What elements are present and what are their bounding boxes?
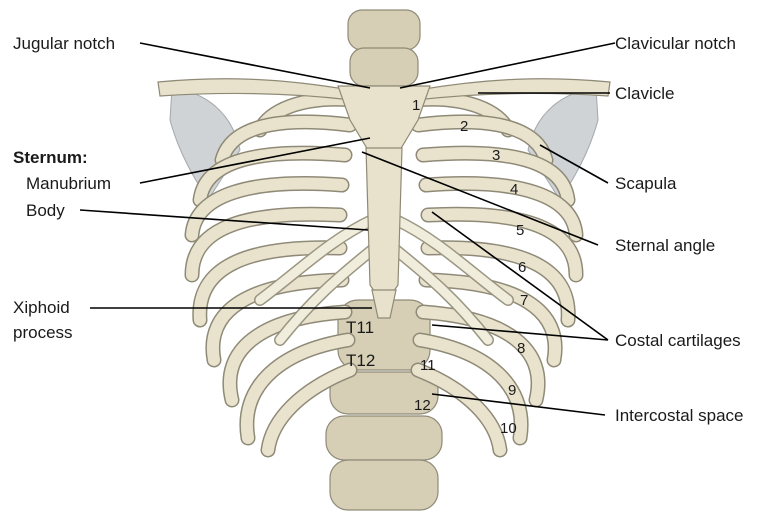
label-sternal-angle: Sternal angle — [615, 236, 715, 255]
label-jugular-notch: Jugular notch — [13, 34, 115, 53]
rib-number-10: 10 — [500, 420, 517, 437]
rib-number-11: 11 — [420, 357, 436, 374]
label-manubrium: Manubrium — [26, 174, 111, 193]
rib-number-6: 6 — [518, 259, 526, 276]
sternum-shape — [338, 86, 430, 318]
label-intercostal-space: Intercostal space — [615, 406, 744, 425]
rib-number-1: 1 — [412, 97, 420, 114]
rib-number-12: 12 — [414, 397, 431, 414]
rib-number-5: 5 — [516, 222, 524, 239]
label-costal-cartilages: Costal cartilages — [615, 331, 741, 350]
label-sternum: Sternum: — [13, 148, 88, 167]
label-xiphoid-line2: process — [13, 323, 73, 342]
rib-number-3: 3 — [492, 147, 500, 164]
label-body: Body — [26, 201, 65, 220]
rib-number-7: 7 — [520, 292, 528, 309]
rib-number-4: 4 — [510, 181, 518, 198]
vertebra-label-t12: T12 — [346, 351, 375, 370]
label-clavicle: Clavicle — [615, 84, 675, 103]
label-xiphoid-line1: Xiphoid — [13, 298, 70, 317]
rib-number-2: 2 — [460, 118, 468, 135]
label-clavicular-notch: Clavicular notch — [615, 34, 736, 53]
rib-number-8: 8 — [517, 340, 525, 357]
vertebra-label-t11: T11 — [346, 318, 374, 337]
thoracic-cage-illustration — [158, 10, 610, 510]
label-scapula: Scapula — [615, 174, 677, 193]
rib-number-9: 9 — [508, 382, 516, 399]
